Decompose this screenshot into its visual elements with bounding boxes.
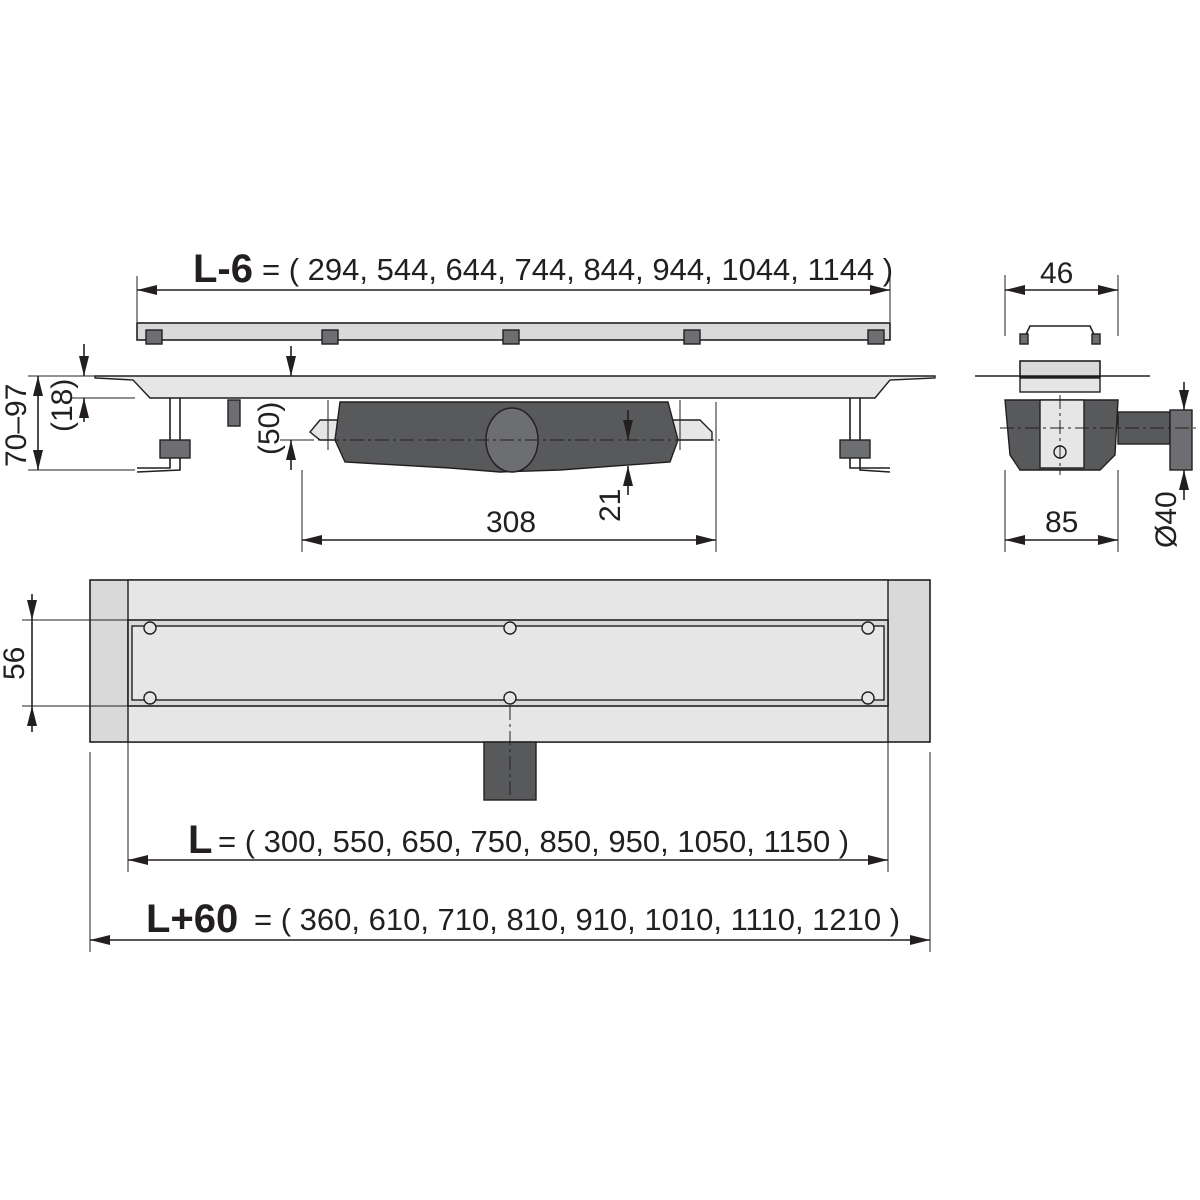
height-50-label: (50) [253, 402, 286, 455]
width-56-label: 56 [0, 647, 31, 680]
grate-clip-4 [683, 329, 701, 345]
dimension-21: 21 [594, 410, 633, 522]
dimension-50: (50) [253, 346, 310, 470]
channel-length-values: = ( 300, 550, 650, 750, 850, 950, 1050, … [218, 824, 849, 859]
dimension-height: 70–97 (18) [0, 344, 135, 471]
dimension-frame-length: L+60 = ( 360, 610, 710, 810, 910, 1010, … [89, 752, 931, 952]
top-length-label: L-6 [193, 247, 253, 291]
side-depth-label: 85 [1045, 506, 1078, 539]
outlet-diameter-label: Ø40 [1150, 491, 1183, 548]
height-18-label: (18) [46, 379, 79, 432]
dimension-channel-length: L = ( 300, 550, 650, 750, 850, 950, 1050… [127, 742, 889, 872]
grate-clip-2 [321, 329, 339, 345]
grate-clip-1 [145, 329, 163, 345]
outlet-21-label: 21 [594, 489, 627, 522]
side-width-label: 46 [1040, 257, 1073, 290]
frame-length-values: = ( 360, 610, 710, 810, 910, 1010, 1110,… [254, 902, 900, 937]
grate-bar [136, 322, 891, 345]
dimension-top-length: L-6 = ( 294, 544, 644, 744, 844, 944, 10… [136, 247, 893, 322]
dimension-308: 308 [301, 402, 717, 552]
plan-view [89, 579, 931, 801]
top-length-values: = ( 294, 544, 644, 744, 844, 944, 1044, … [262, 252, 893, 287]
length-308-label: 308 [486, 506, 536, 539]
dimension-56: 56 [0, 594, 128, 732]
frame-length-label: L+60 [146, 897, 238, 941]
channel-length-label: L [188, 818, 212, 862]
side-view: 46 85 Ø40 [975, 257, 1200, 552]
grate-clip-3 [502, 329, 520, 345]
channel-front-view [94, 375, 936, 473]
grate-clip-5 [867, 329, 885, 345]
height-range-label: 70–97 [0, 384, 33, 467]
